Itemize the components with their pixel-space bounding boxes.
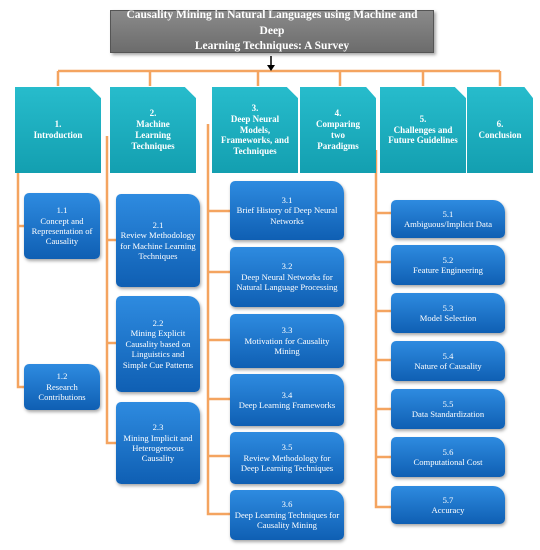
section-3-label: Deep Neural Models, Frameworks, and Tech… (221, 113, 289, 157)
subsection-2-1-label: Review Methodology for Machine Learning … (120, 230, 196, 261)
subsection-5-4-label: Nature of Causality (414, 361, 482, 371)
subsection-3-1-number: 3.1 (281, 194, 293, 205)
subsection-1-2-number: 1.2 (56, 371, 68, 382)
subsection-5-3-label: Model Selection (419, 313, 477, 323)
subsection-2-2-number: 2.2 (152, 317, 164, 328)
subsection-5-2-label: Feature Engineering (413, 265, 483, 275)
subsection-5-5-number: 5.5 (442, 398, 454, 409)
section-2-number: 2. (149, 108, 157, 119)
section-4-number: 4. (334, 108, 342, 119)
subsection-3-1-label: Brief History of Deep Neural Networks (236, 205, 338, 226)
section-1-number: 1. (54, 119, 62, 130)
subsection-2-1-number: 2.1 (152, 219, 164, 230)
subsection-5-6-label: Computational Cost (413, 457, 483, 467)
subsection-5-2-number: 5.2 (442, 254, 454, 265)
subsection-3-6-label: Deep Learning Techniques for Causality M… (234, 509, 340, 531)
subsection-3-3-number: 3.3 (281, 325, 293, 336)
subsection-3-4-label: Deep Learning Frameworks (238, 400, 336, 410)
subsection-1-1-number: 1.1 (56, 205, 68, 216)
subsection-2-3-number: 2.3 (152, 422, 164, 433)
subsection-1-2-label: Research Contributions (38, 381, 86, 403)
subsection-3-2-number: 3.2 (281, 261, 293, 272)
down-arrow-icon (267, 56, 275, 71)
section-4-label: Comparing two Paradigms (315, 119, 360, 151)
section-3-box: 3.Deep Neural Models, Frameworks, and Te… (212, 87, 298, 173)
section-5-number: 5. (419, 113, 427, 124)
subsection-5-7-number: 5.7 (442, 494, 454, 505)
title-line-2: Learning Techniques: A Survey (194, 40, 350, 53)
subsection-2-2-label: Mining Explicit Causality based on Lingu… (122, 328, 194, 370)
section-4-box: 4.Comparing two Paradigms (300, 87, 376, 173)
subsection-3-6-number: 3.6 (281, 499, 293, 510)
section-6-label: Conclusion (478, 130, 522, 140)
subsection-3-5-number: 3.5 (281, 442, 293, 453)
section-2-label: Machine Learning Techniques (131, 119, 175, 151)
section-6-number: 6. (496, 119, 504, 130)
subsection-5-1-label: Ambiguous/Implicit Data (403, 219, 493, 229)
section-5-label: Challenges and Future Guidelines (388, 124, 458, 146)
section-1-box: 1.Introduction (15, 87, 101, 173)
subsection-3-5-label: Review Methodology for Deep Learning Tec… (240, 452, 334, 474)
subsection-1-1-label: Concept and Representation of Causality (31, 215, 93, 247)
section-5-box: 5.Challenges and Future Guidelines (380, 87, 466, 173)
section-2-box: 2.Machine Learning Techniques (110, 87, 196, 173)
subsection-5-1-number: 5.1 (442, 208, 454, 219)
section-1-label: Introduction (33, 130, 83, 140)
subsection-3-3-label: Motivation for Causality Mining (244, 335, 330, 357)
diagram-title: Causality Mining in Natural Languages us… (110, 9, 434, 53)
subsection-3-4-number: 3.4 (281, 389, 293, 400)
subsection-5-6-number: 5.6 (442, 446, 454, 457)
subsection-5-7-label: Accuracy (431, 505, 465, 515)
subsection-3-2-label: Deep Neural Networks for Natural Languag… (236, 271, 338, 293)
section-6-box: 6.Conclusion (467, 87, 533, 173)
subsection-2-3-label: Mining Implicit and Heterogeneous Causal… (123, 432, 193, 464)
title-line-1: Causality Mining in Natural Languages us… (126, 9, 418, 37)
subsection-5-4-number: 5.4 (442, 350, 454, 361)
subsection-5-5-label: Data Standardization (411, 409, 485, 419)
subsection-5-3-number: 5.3 (442, 302, 454, 313)
section-3-number: 3. (251, 102, 259, 113)
